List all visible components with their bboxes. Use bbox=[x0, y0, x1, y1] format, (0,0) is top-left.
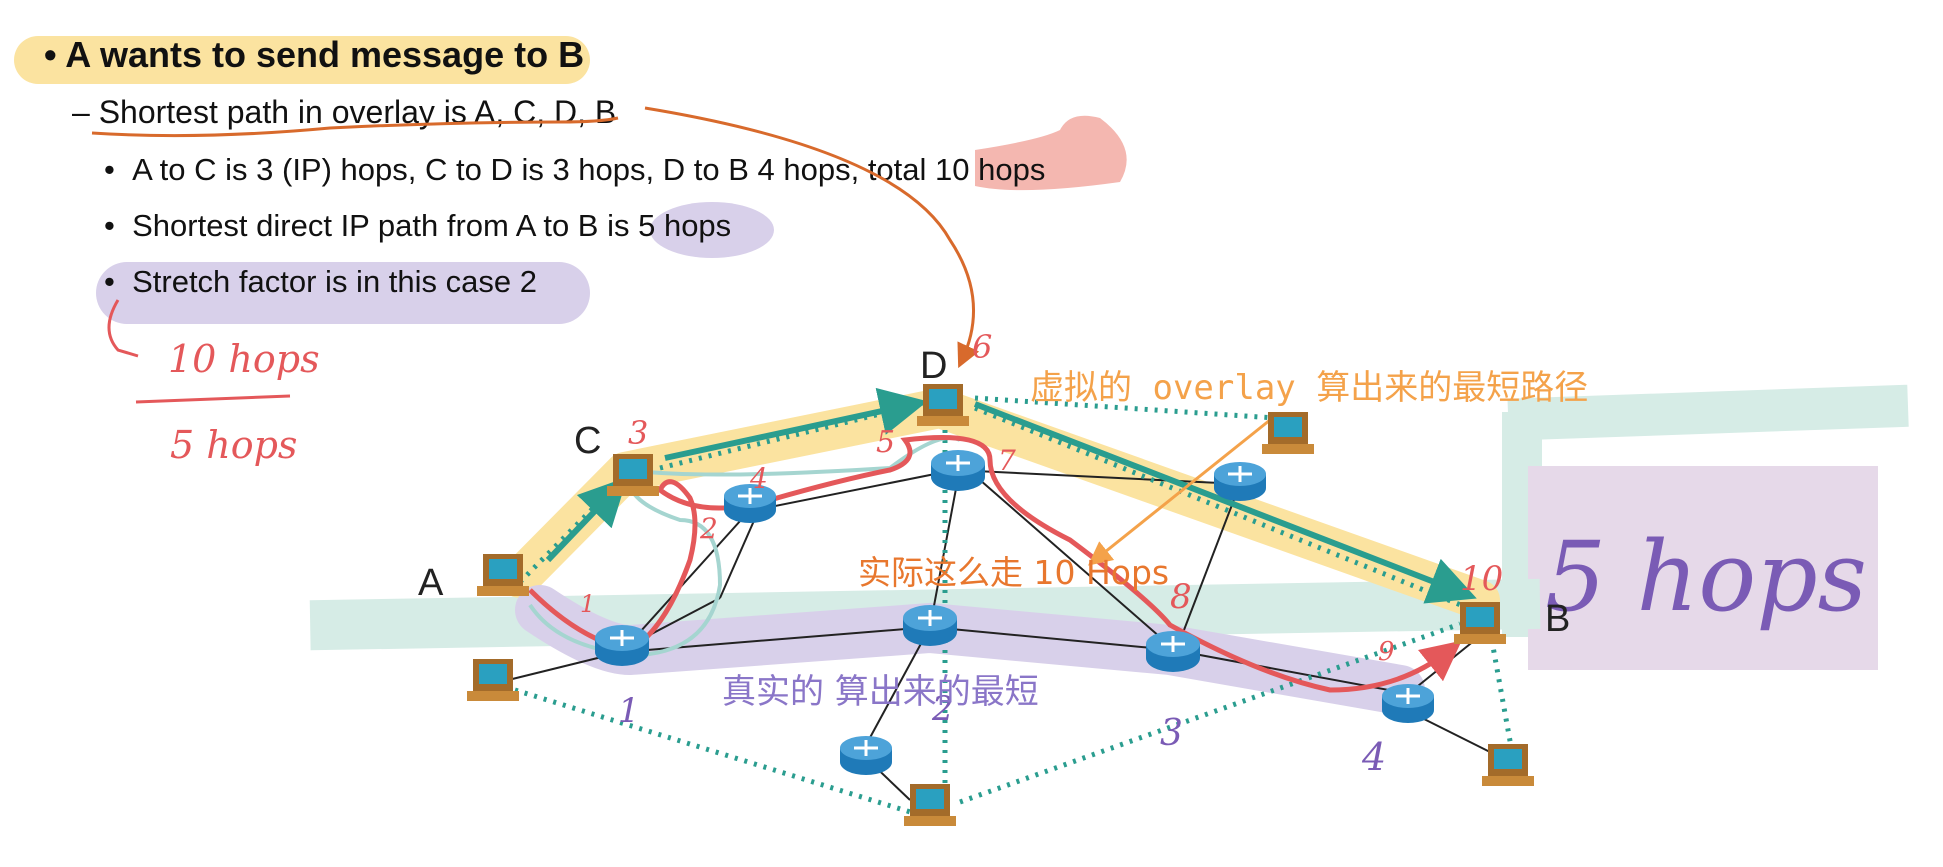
overlay-arrows bbox=[545, 387, 1477, 604]
hop-count-marker: • bbox=[104, 152, 115, 187]
fraction-numerator: 10 hops bbox=[168, 337, 320, 381]
five-hops-highlight bbox=[650, 202, 774, 258]
actual-route-ink bbox=[528, 435, 1462, 693]
hop-mark-7: 7 bbox=[998, 444, 1016, 477]
bullet-to-d-arrow bbox=[644, 106, 980, 369]
stretch-fraction bbox=[107, 299, 291, 404]
c-hop-count: 3 bbox=[628, 414, 648, 452]
router bbox=[595, 625, 649, 666]
real-shortest-annotation: 真实的 算出来的最短 bbox=[722, 672, 1039, 712]
node-label-d: D bbox=[920, 345, 948, 387]
stretch-marker: • bbox=[104, 264, 115, 299]
router bbox=[1382, 684, 1434, 723]
d-hop-count: 6 bbox=[972, 328, 992, 366]
host-c bbox=[607, 454, 659, 496]
b-hop-count: 10 bbox=[1460, 559, 1503, 599]
router bbox=[724, 484, 776, 523]
actual-route-annotation: 实际这么走 10 Hops bbox=[858, 553, 1170, 592]
sub-bullet: – Shortest path in overlay is A, C, D, B bbox=[72, 94, 616, 131]
node-label-b: B bbox=[1545, 598, 1571, 640]
big-hops-label: 5 hops bbox=[1545, 521, 1867, 633]
hop-mark-4: 4 bbox=[749, 462, 768, 495]
host-b bbox=[1454, 602, 1506, 644]
stretch-bullet: • Stretch factor is in this case 2 bbox=[104, 264, 537, 300]
main-bullet-text: A wants to send message to B bbox=[65, 34, 585, 75]
router bbox=[840, 736, 892, 775]
router bbox=[1146, 631, 1200, 672]
direct-path-marker: • bbox=[104, 208, 115, 243]
real-mark-4: 4 bbox=[1361, 735, 1386, 779]
overlay-annotation-arrow bbox=[1087, 418, 1271, 566]
teal-band-top bbox=[1507, 384, 1909, 441]
overlay-underline bbox=[91, 116, 619, 138]
overlay-highlight bbox=[500, 388, 1500, 620]
host bbox=[904, 784, 956, 826]
node-label-c: C bbox=[574, 420, 602, 462]
host bbox=[1482, 744, 1534, 786]
host bbox=[1262, 412, 1314, 454]
total-hops-highlight bbox=[975, 115, 1127, 191]
sub-bullet-text: Shortest path in overlay is A, C, D, B bbox=[98, 94, 617, 130]
overlay-path-annotation: 虚拟的 overlay 算出来的最短路径 bbox=[1030, 368, 1589, 408]
stretch-highlight bbox=[96, 262, 590, 324]
real-mark-2: 2 bbox=[931, 689, 954, 729]
routers bbox=[595, 450, 1434, 775]
real-mark-1: 1 bbox=[618, 691, 640, 731]
overlay-links bbox=[514, 395, 1515, 818]
host-d bbox=[917, 384, 969, 426]
hop-count-bullet: • A to C is 3 (IP) hops, C to D is 3 hop… bbox=[104, 152, 1045, 188]
node-label-a: A bbox=[418, 562, 444, 604]
real-mark-3: 3 bbox=[1160, 713, 1183, 754]
hop-mark-5: 5 bbox=[876, 425, 895, 460]
main-bullet: • A wants to send message to B bbox=[44, 34, 584, 76]
hosts bbox=[467, 384, 1534, 826]
sub-bullet-marker: – bbox=[72, 94, 90, 130]
direct-path-bullet: • Shortest direct IP path from A to B is… bbox=[104, 208, 731, 244]
direct-path-text: Shortest direct IP path from A to B is 5… bbox=[132, 208, 732, 243]
host bbox=[467, 659, 519, 701]
hop-mark-9: 9 bbox=[1378, 637, 1395, 667]
router bbox=[1214, 462, 1266, 501]
title-highlight bbox=[14, 36, 590, 84]
big-hops-box bbox=[1528, 466, 1878, 670]
hop-mark-1: 1 bbox=[580, 590, 595, 618]
hop-count-text: A to C is 3 (IP) hops, C to D is 3 hops,… bbox=[132, 152, 1046, 187]
router bbox=[903, 605, 957, 646]
hop-mark-8: 8 bbox=[1170, 577, 1192, 617]
stretch-text: Stretch factor is in this case 2 bbox=[132, 264, 537, 299]
main-bullet-marker: • bbox=[44, 34, 57, 75]
hop-mark-2: 2 bbox=[699, 512, 718, 545]
router bbox=[931, 450, 985, 491]
fraction-denominator: 5 hops bbox=[170, 423, 297, 467]
host-a bbox=[477, 554, 529, 596]
